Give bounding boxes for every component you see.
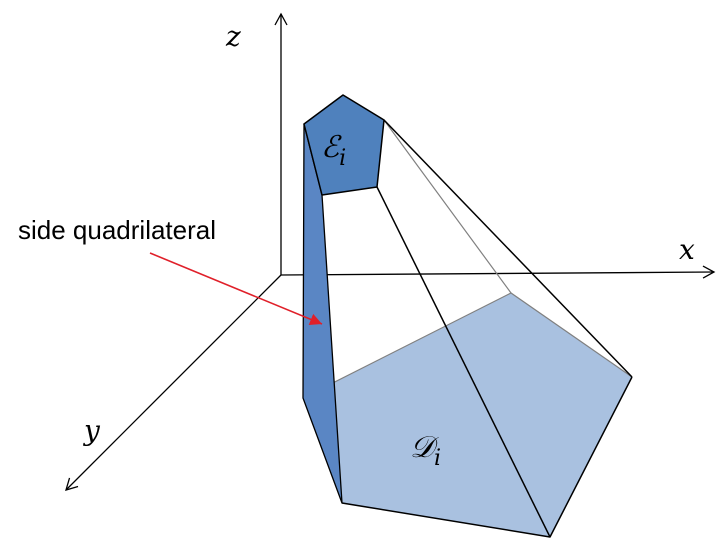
x-axis-label: x <box>679 233 695 266</box>
top-face-label: ℰi <box>321 130 346 171</box>
hidden-edge-lateral <box>383 119 512 294</box>
callout-arrow <box>149 252 323 325</box>
bottom-front-edges <box>341 376 633 538</box>
hidden-edges <box>302 119 633 399</box>
top-face <box>303 94 385 196</box>
bottom-face-subscript: i <box>434 446 441 471</box>
z-axis-label: z <box>225 20 241 53</box>
lateral-edge-front <box>376 186 551 538</box>
lateral-edge-right <box>383 119 633 378</box>
axes <box>65 12 716 491</box>
bottom-face-label: 𝒟i <box>410 430 441 471</box>
x-axis <box>280 265 716 279</box>
top-face-subscript: i <box>339 146 346 171</box>
visible-edges <box>341 119 633 538</box>
callout-label: side quadrilateral <box>18 215 216 245</box>
top-face-symbol: ℰ <box>321 130 342 165</box>
y-axis <box>65 274 282 491</box>
y-axis-label: y <box>82 414 101 447</box>
bottom-face <box>303 293 632 537</box>
